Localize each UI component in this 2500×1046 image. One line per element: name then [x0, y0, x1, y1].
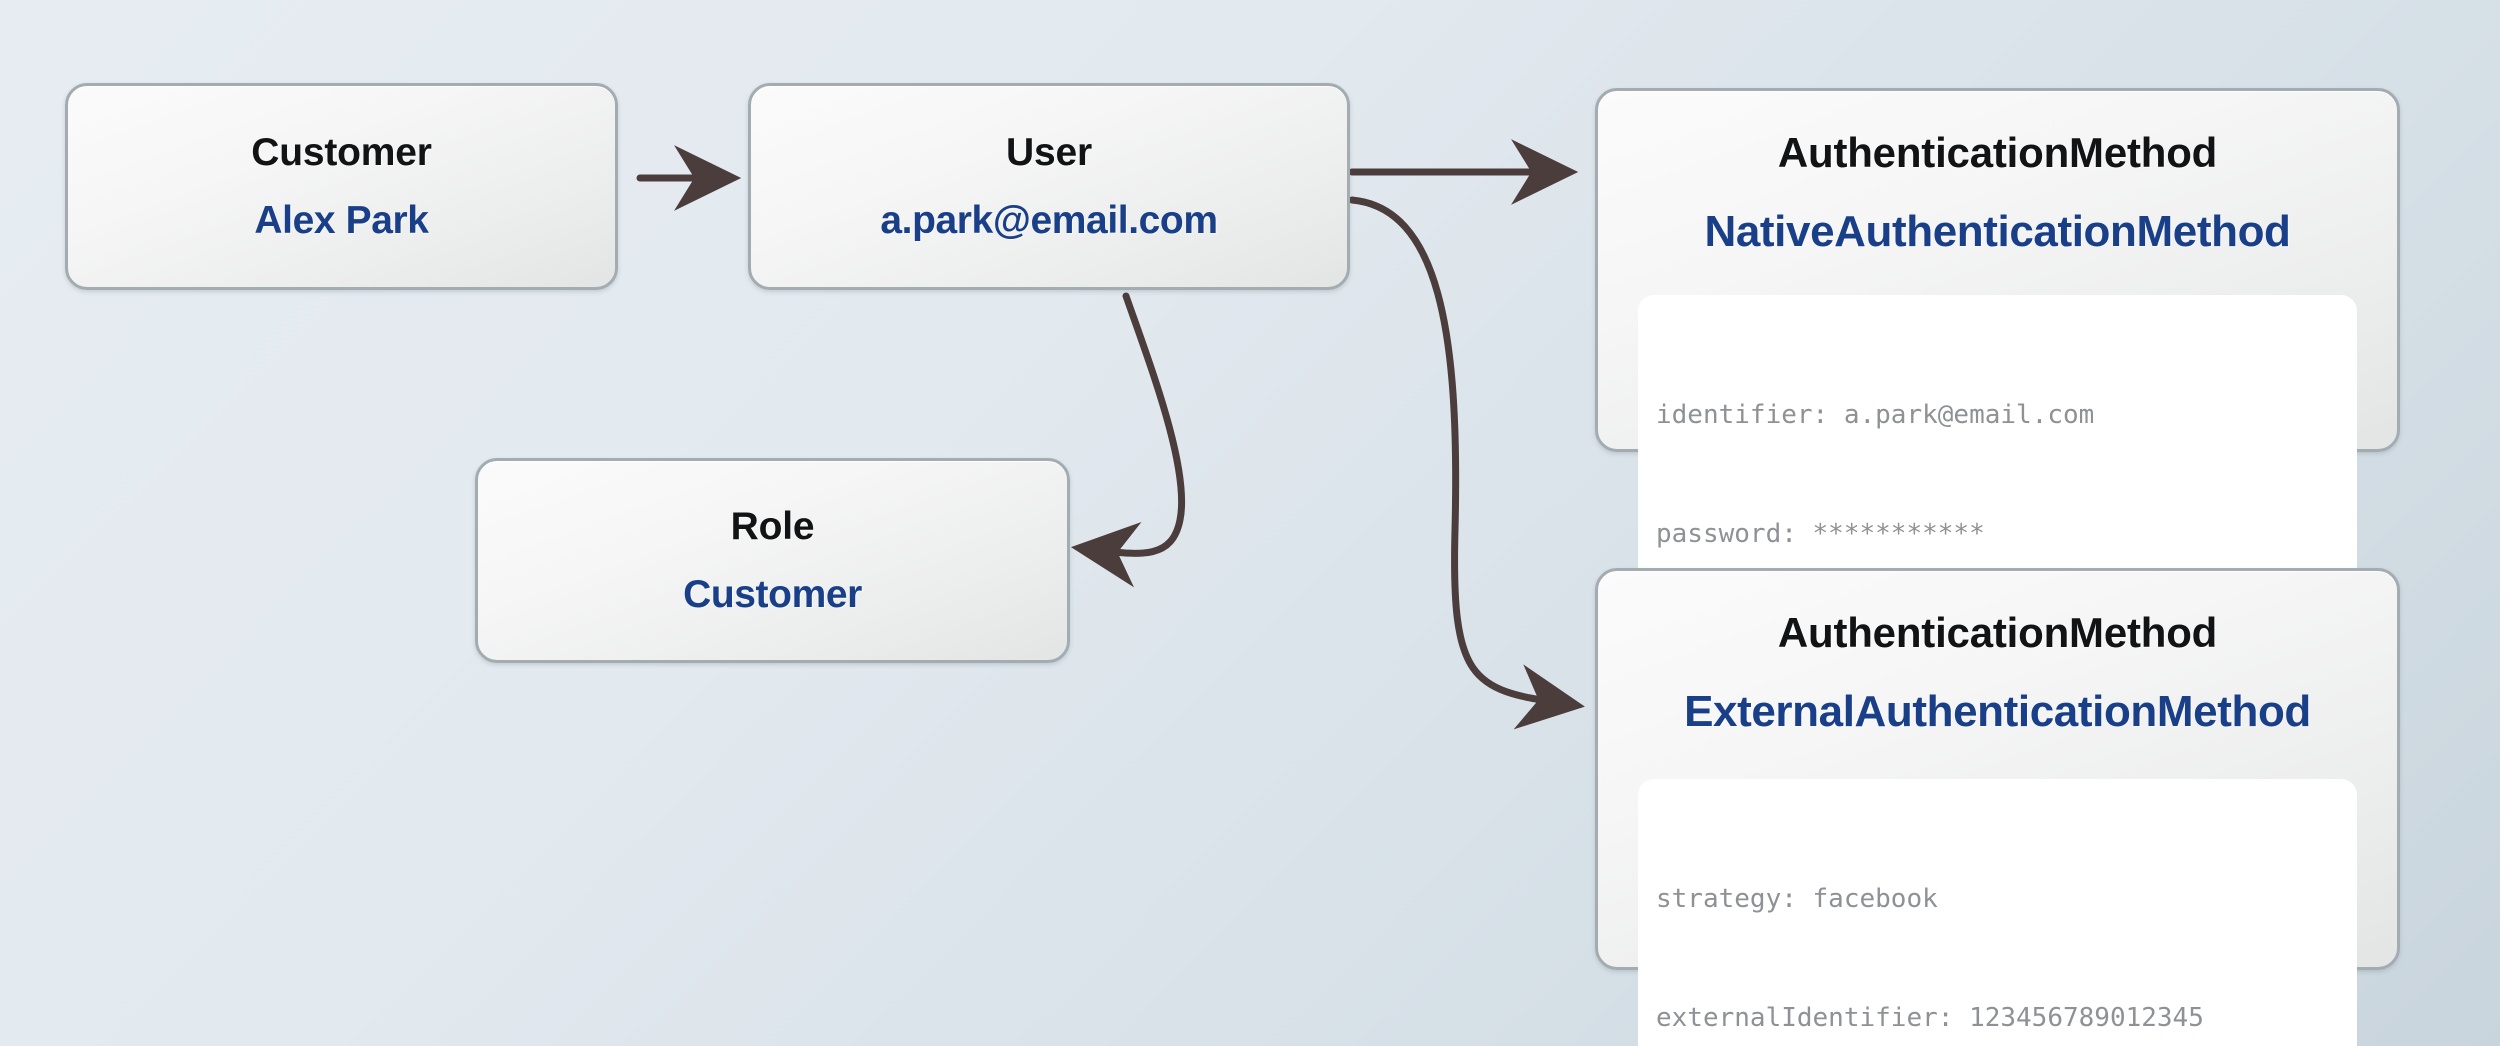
node-external-name: ExternalAuthenticationMethod — [1684, 687, 2311, 736]
node-customer-type: Customer — [251, 130, 432, 174]
edge-user-to-external — [1348, 196, 1585, 730]
node-native-name: NativeAuthenticationMethod — [1704, 207, 2291, 256]
node-external-type: AuthenticationMethod — [1777, 609, 2218, 656]
node-user-name: a.park@email.com — [880, 198, 1218, 242]
attribute-password: password: *********** — [1656, 518, 1985, 549]
node-role-type: Role — [730, 504, 815, 548]
node-customer-name: Alex Park — [254, 198, 429, 242]
node-native-authentication-method[interactable]: AuthenticationMethod NativeAuthenticatio… — [1595, 88, 2400, 656]
node-role[interactable]: Role Customer — [475, 458, 1070, 663]
node-user[interactable]: User a.park@email.com — [748, 83, 1350, 290]
node-external-authentication-method[interactable]: AuthenticationMethod ExternalAuthenticat… — [1595, 568, 2400, 1046]
edge-user-to-role — [1070, 292, 1186, 588]
attribute-strategy: strategy: facebook — [1656, 884, 1938, 915]
attribute-identifier: identifier: a.park@email.com — [1656, 400, 2095, 431]
attribute-external-identifier: externalIdentifier: 123456789012345 — [1656, 1002, 2204, 1033]
node-external-attributes: strategy: facebook externalIdentifier: 1… — [1638, 779, 2357, 1046]
node-role-name: Customer — [683, 572, 862, 616]
node-native-type: AuthenticationMethod — [1777, 129, 2218, 176]
node-user-type: User — [1006, 130, 1092, 174]
node-customer[interactable]: Customer Alex Park — [65, 83, 618, 290]
